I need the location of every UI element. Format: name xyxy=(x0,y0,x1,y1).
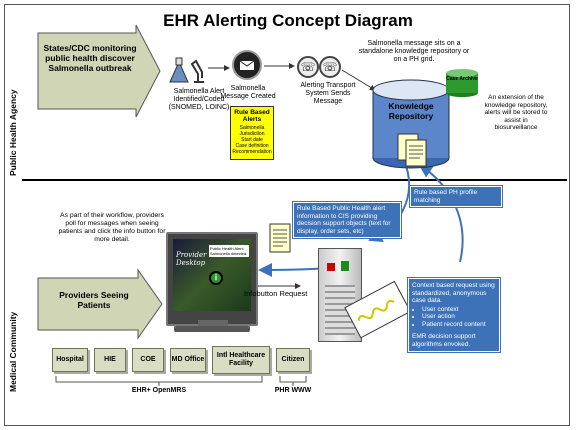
slide-frame xyxy=(4,4,570,426)
microscope-icon xyxy=(169,57,204,83)
info-button-icon[interactable]: i xyxy=(209,271,223,285)
alert-doc-icon xyxy=(269,223,291,253)
rule-item: Recommendation xyxy=(232,149,272,155)
context-request-box: Context based request using standardized… xyxy=(408,278,500,352)
case-archive-label: Case Archive xyxy=(446,76,478,82)
step-identified: Salmonella Alert Identified/Coded (SNOME… xyxy=(168,88,230,111)
provider-monitor: Provider Desktop Public Health Alert: Sa… xyxy=(166,232,258,326)
lane-divider xyxy=(22,179,567,181)
phone-icon-2: ☏ xyxy=(319,56,341,78)
server-icon xyxy=(318,248,362,342)
rule-item: Jurisdiction xyxy=(239,131,265,137)
outbreak-arrow-text: States/CDC monitoring public health disc… xyxy=(43,43,137,73)
case-archive-icon xyxy=(446,69,478,97)
chip-md-office: MD Office xyxy=(170,348,206,372)
context-bullet: User context xyxy=(422,306,496,314)
rule-match-box: Rule based PH profile matching xyxy=(410,186,502,207)
note-extension: An extension of the knowledge repository… xyxy=(484,94,548,131)
phone-icon-1: ☏ xyxy=(297,56,319,78)
request-card-icon xyxy=(344,280,412,339)
note-standalone: Salmonella message sits on a standalone … xyxy=(358,40,470,63)
rule-item: Case definition xyxy=(235,143,269,149)
group-ehr: EHR+ OpenMRS xyxy=(131,387,187,394)
rule-box-title: Rule Based Alerts xyxy=(234,109,270,123)
infobutton-label: Infobutton Request xyxy=(244,289,308,298)
chip-citizen: Citizen xyxy=(276,348,310,372)
chip-hie: HIE xyxy=(94,348,126,372)
step-transport: Alerting Transport System Sends Message xyxy=(300,82,356,105)
monitor-base xyxy=(174,326,250,332)
chip-coe: COE xyxy=(132,348,164,372)
context-footer: EMR decision support algorithms envoked. xyxy=(412,333,476,348)
screen-popup: Public Health Alert: Salmonella detected… xyxy=(209,245,249,257)
server-led-red xyxy=(327,263,335,271)
screen-brand: Provider Desktop xyxy=(176,251,207,267)
repository-label: Knowledge Repository xyxy=(388,101,434,121)
server-led-green xyxy=(341,261,349,271)
providers-arrow-text: Providers Seeing Patients xyxy=(59,290,129,310)
chip-intl-facility: Intl Healthcare Facility xyxy=(212,346,270,374)
note-workflow: As part of their workflow, providers pol… xyxy=(58,212,166,243)
rule-item: Start date xyxy=(241,137,263,143)
monitor-stand xyxy=(198,320,228,326)
context-intro: Context based request using standardized… xyxy=(412,282,495,304)
context-bullets: User contextUser actionPatient record co… xyxy=(422,306,496,329)
rule-item: Salmonella xyxy=(239,125,265,131)
cis-info-box: Rule Based Public Health alert informati… xyxy=(293,202,401,238)
monitor-screen: Provider Desktop Public Health Alert: Sa… xyxy=(173,239,251,311)
group-phr: PHR WWW xyxy=(274,387,312,394)
documents-icon xyxy=(397,133,427,167)
page-title: EHR Alerting Concept Diagram xyxy=(163,11,413,30)
context-bullet: Patient record content xyxy=(422,321,496,329)
envelope-icon xyxy=(232,50,262,80)
chip-hospital: Hospital xyxy=(52,348,88,372)
providers-arrow xyxy=(37,268,163,340)
context-bullet: User action xyxy=(422,313,496,321)
step-created: Salmonella Message Created xyxy=(220,85,276,100)
outbreak-arrow xyxy=(37,24,161,118)
